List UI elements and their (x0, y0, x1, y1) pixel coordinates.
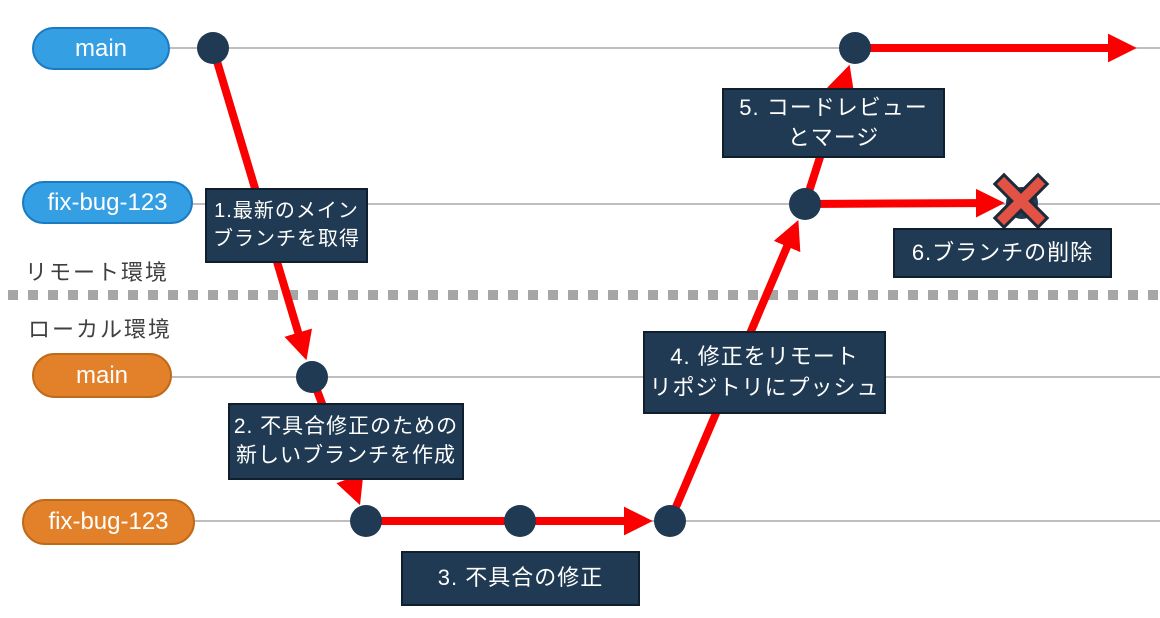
step-box-5-review-merge: 5. コードレビュー とマージ (722, 88, 945, 158)
delete-x-icon (992, 172, 1050, 230)
commit-dot-local-main (296, 361, 328, 393)
commit-dot-local-fix-3 (654, 505, 686, 537)
arrow-6-delete-branch (804, 188, 1005, 218)
step-box-6-delete-branch: 6.ブランチの削除 (893, 228, 1112, 278)
commit-dot-remote-main-start (197, 32, 229, 64)
step-box-4-push-remote: 4. 修正をリモート リポジトリにプッシュ (643, 331, 886, 414)
step-box-2-create-branch: 2. 不具合修正のための 新しいブランチを作成 (228, 403, 464, 480)
step-box-3-fix-bug: 3. 不具合の修正 (401, 551, 640, 606)
remote-environment-label: リモート環境 (25, 260, 170, 285)
commit-dot-local-fix-2 (504, 505, 536, 537)
branch-pill-local-main: main (32, 353, 172, 398)
commit-dot-remote-main-merge (839, 32, 871, 64)
branch-pill-remote-fix: fix-bug-123 (22, 181, 193, 224)
commit-dot-remote-fix-push (789, 188, 821, 220)
branch-pill-local-fix: fix-bug-123 (22, 499, 195, 545)
commit-dot-local-fix-1 (350, 505, 382, 537)
branch-pill-remote-main: main (32, 27, 170, 70)
step-box-1-fetch-main: 1.最新のメイン ブランチを取得 (205, 188, 368, 263)
local-environment-label: ローカル環境 (28, 317, 173, 342)
